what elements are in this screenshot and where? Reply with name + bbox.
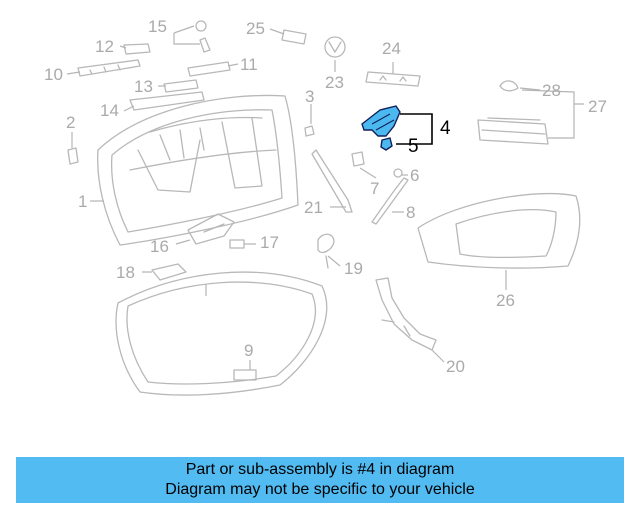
- clip-part-5: [380, 137, 393, 151]
- callout-2: 2: [66, 113, 75, 132]
- latch-16: [187, 213, 235, 245]
- callout-10: 10: [44, 65, 63, 84]
- emblem-23: [324, 36, 346, 58]
- grommet-6: [393, 168, 403, 178]
- callout-12: 12: [95, 37, 114, 56]
- weatherstrip-seal: [115, 271, 328, 396]
- callout-1: 1: [78, 192, 87, 211]
- callout-5: 5: [408, 136, 419, 157]
- callout-24: 24: [382, 39, 401, 58]
- lock-cylinder-15: [195, 20, 211, 53]
- callout-28: 28: [542, 81, 561, 100]
- callout-3: 3: [305, 87, 314, 106]
- actuator-18: [151, 263, 187, 281]
- bumper-3: [304, 125, 315, 137]
- callout-23: 23: [325, 73, 344, 92]
- caption-bar: Part or sub-assembly is #4 in diagram Di…: [16, 457, 624, 503]
- hinge-assembly-20: [375, 277, 437, 351]
- callout-17: 17: [260, 233, 279, 252]
- hinge-part-4[interactable]: [361, 105, 401, 137]
- callout-18: 18: [116, 263, 135, 282]
- callout-4: 4: [440, 118, 451, 139]
- bulb-28: [499, 80, 519, 92]
- callout-labels: 1 2 3 4 5 6 7 8 9 10 11 12 13 14 15 16 1…: [44, 17, 607, 376]
- callout-6: 6: [410, 166, 419, 185]
- caption-line-1: Part or sub-assembly is #4 in diagram: [185, 461, 455, 478]
- gas-strut-21: [311, 149, 353, 213]
- callout-11: 11: [240, 55, 258, 74]
- callout-19: 19: [344, 259, 363, 278]
- plate-25: [281, 29, 307, 45]
- striker-17: [229, 239, 245, 249]
- small-bracket-12: [123, 43, 151, 55]
- trunk-lid: [97, 94, 299, 246]
- lamp-housing-27: [477, 117, 549, 145]
- cable-19: [317, 233, 335, 269]
- trunk-liner-26: [417, 192, 581, 269]
- seal-clip-9: [233, 369, 257, 381]
- callout-20: 20: [446, 357, 465, 376]
- rear-emblem-strip: [77, 59, 141, 77]
- callout-27: 27: [588, 97, 607, 116]
- parts-diagram: 1 2 3 4 5 6 7 8 9 10 11 12 13 14 15 16 1…: [44, 17, 607, 396]
- seal-clip-2: [67, 147, 79, 165]
- callout-16: 16: [150, 237, 169, 256]
- callout-25: 25: [246, 19, 265, 38]
- switch-13: [163, 79, 199, 93]
- torsion-rod-8: [371, 177, 409, 225]
- release-handle-11: [187, 61, 231, 77]
- callout-15: 15: [148, 17, 167, 36]
- callout-26: 26: [496, 291, 515, 310]
- callout-14: 14: [100, 101, 119, 120]
- leader-lines: [66, 25, 584, 370]
- callout-21: 21: [304, 198, 323, 217]
- bumper-7: [351, 151, 365, 167]
- callout-9: 9: [244, 341, 253, 360]
- callout-13: 13: [134, 77, 153, 96]
- light-strip-24: [365, 71, 421, 87]
- callout-7: 7: [370, 179, 379, 198]
- callout-8: 8: [406, 203, 415, 222]
- caption-line-2: Diagram may not be specific to your vehi…: [165, 481, 475, 498]
